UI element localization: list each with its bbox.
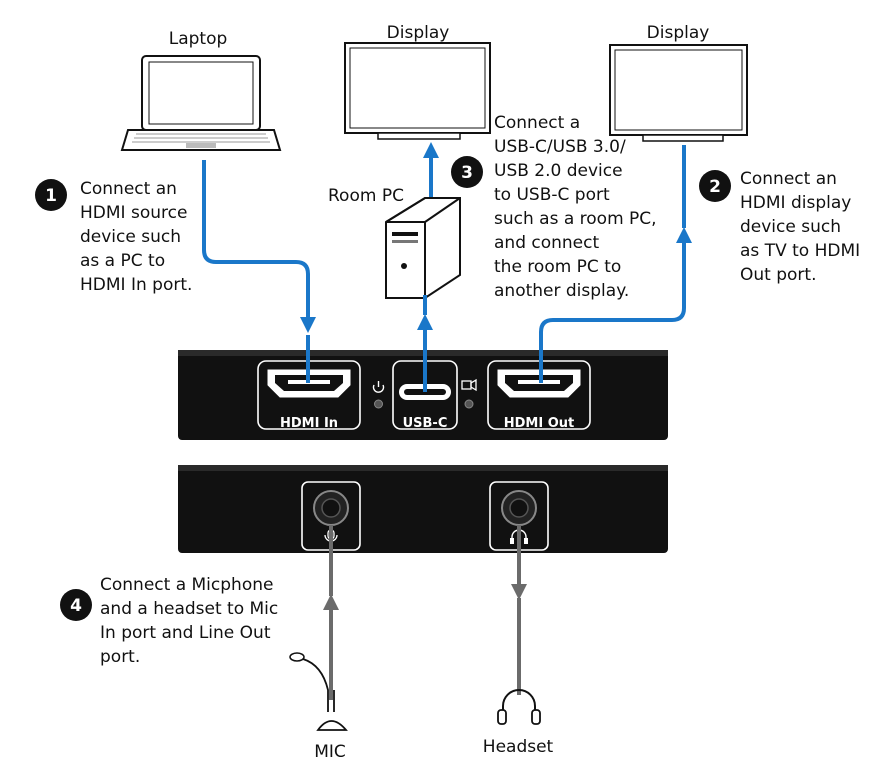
step-3-line-3: USB 2.0 device: [494, 161, 623, 181]
step-3-line-6: and connect: [494, 233, 599, 253]
step-3-line-4: to USB-C port: [494, 185, 610, 205]
step-1-line-3: device such: [80, 227, 181, 247]
step-2-line-5: Out port.: [740, 265, 816, 285]
step-2-line-3: device such: [740, 217, 841, 237]
extender-rear-panel: [178, 465, 668, 553]
headset-icon: [497, 689, 541, 725]
mic-label: MIC: [314, 742, 346, 762]
step-1-badge: 1: [35, 179, 67, 211]
cable-laptop-to-hdmi-in: [202, 160, 316, 333]
step-4-line-4: port.: [100, 647, 140, 667]
step-3-line-2: USB-C/USB 3.0/: [494, 137, 626, 157]
microphone-icon: [289, 652, 348, 731]
room-pc-icon: [385, 197, 461, 299]
cable-hdmi-out-to-display: [539, 227, 692, 383]
camera-icon: [461, 378, 477, 409]
step-2-badge: 2: [699, 170, 731, 202]
step-4-line-3: In port and Line Out: [100, 623, 271, 643]
step-4-number: 4: [70, 596, 82, 616]
display-center-icon: [344, 42, 491, 140]
step-2-line-4: as TV to HDMI: [740, 241, 860, 261]
step-3-line-1: Connect a: [494, 113, 580, 133]
step-2-line-1: Connect an: [740, 169, 837, 189]
hdmi-in-port: [257, 360, 361, 430]
display-right-icon: [609, 44, 748, 142]
step-3-badge: 3: [451, 156, 483, 188]
hdmi-in-label: HDMI In: [280, 416, 338, 431]
laptop-label: Laptop: [169, 29, 228, 49]
room-pc-label: Room PC: [328, 186, 404, 206]
step-1-number: 1: [45, 186, 57, 206]
step-2-number: 2: [709, 177, 721, 197]
step-1-line-4: as a PC to: [80, 251, 165, 271]
step-4-line-1: Connect a Micphone: [100, 575, 273, 595]
step-4-line-2: and a headset to Mic: [100, 599, 278, 619]
step-1-line-5: HDMI In port.: [80, 275, 192, 295]
step-3-line-7: the room PC to: [494, 257, 621, 277]
display-right-label: Display: [647, 23, 710, 43]
step-3-line-8: another display.: [494, 281, 629, 301]
step-3-number: 3: [461, 163, 473, 183]
laptop-icon: [120, 55, 282, 151]
display-center-label: Display: [387, 23, 450, 43]
headset-label: Headset: [483, 737, 554, 757]
step-1-line-1: Connect an: [80, 179, 177, 199]
hdmi-out-label: HDMI Out: [504, 416, 575, 431]
power-icon: [372, 381, 385, 409]
step-4-badge: 4: [60, 589, 92, 621]
step-2-line-2: HDMI display: [740, 193, 851, 213]
headphone-port: [489, 481, 549, 551]
step-3-line-5: such as a room PC,: [494, 209, 657, 229]
usb-c-label: USB-C: [403, 416, 448, 431]
step-1-line-2: HDMI source: [80, 203, 187, 223]
